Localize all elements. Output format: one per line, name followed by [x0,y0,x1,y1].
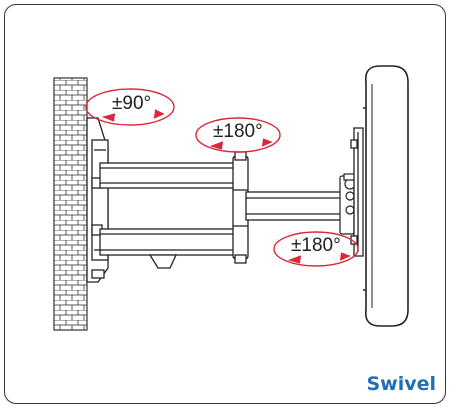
rotation-label-joint: ±180° [213,121,263,142]
wall-bracket [86,117,109,283]
brick-wall [53,77,88,331]
rotation-arrow-tv [273,231,359,267]
rotation-label-wall: ±90° [112,93,152,114]
lower-arm [99,228,241,269]
rotation-arrow-joint [195,117,281,153]
extension-arm [245,191,347,221]
upper-arm [99,162,241,189]
caption-swivel: Swivel [366,373,436,395]
arm-joint [232,151,249,264]
tv-mount-plate [350,127,364,257]
rotation-arrow-wall [85,88,175,126]
tv-screen-profile [363,65,409,327]
rotation-label-tv: ±180° [291,235,341,256]
panel-frame [4,4,446,404]
